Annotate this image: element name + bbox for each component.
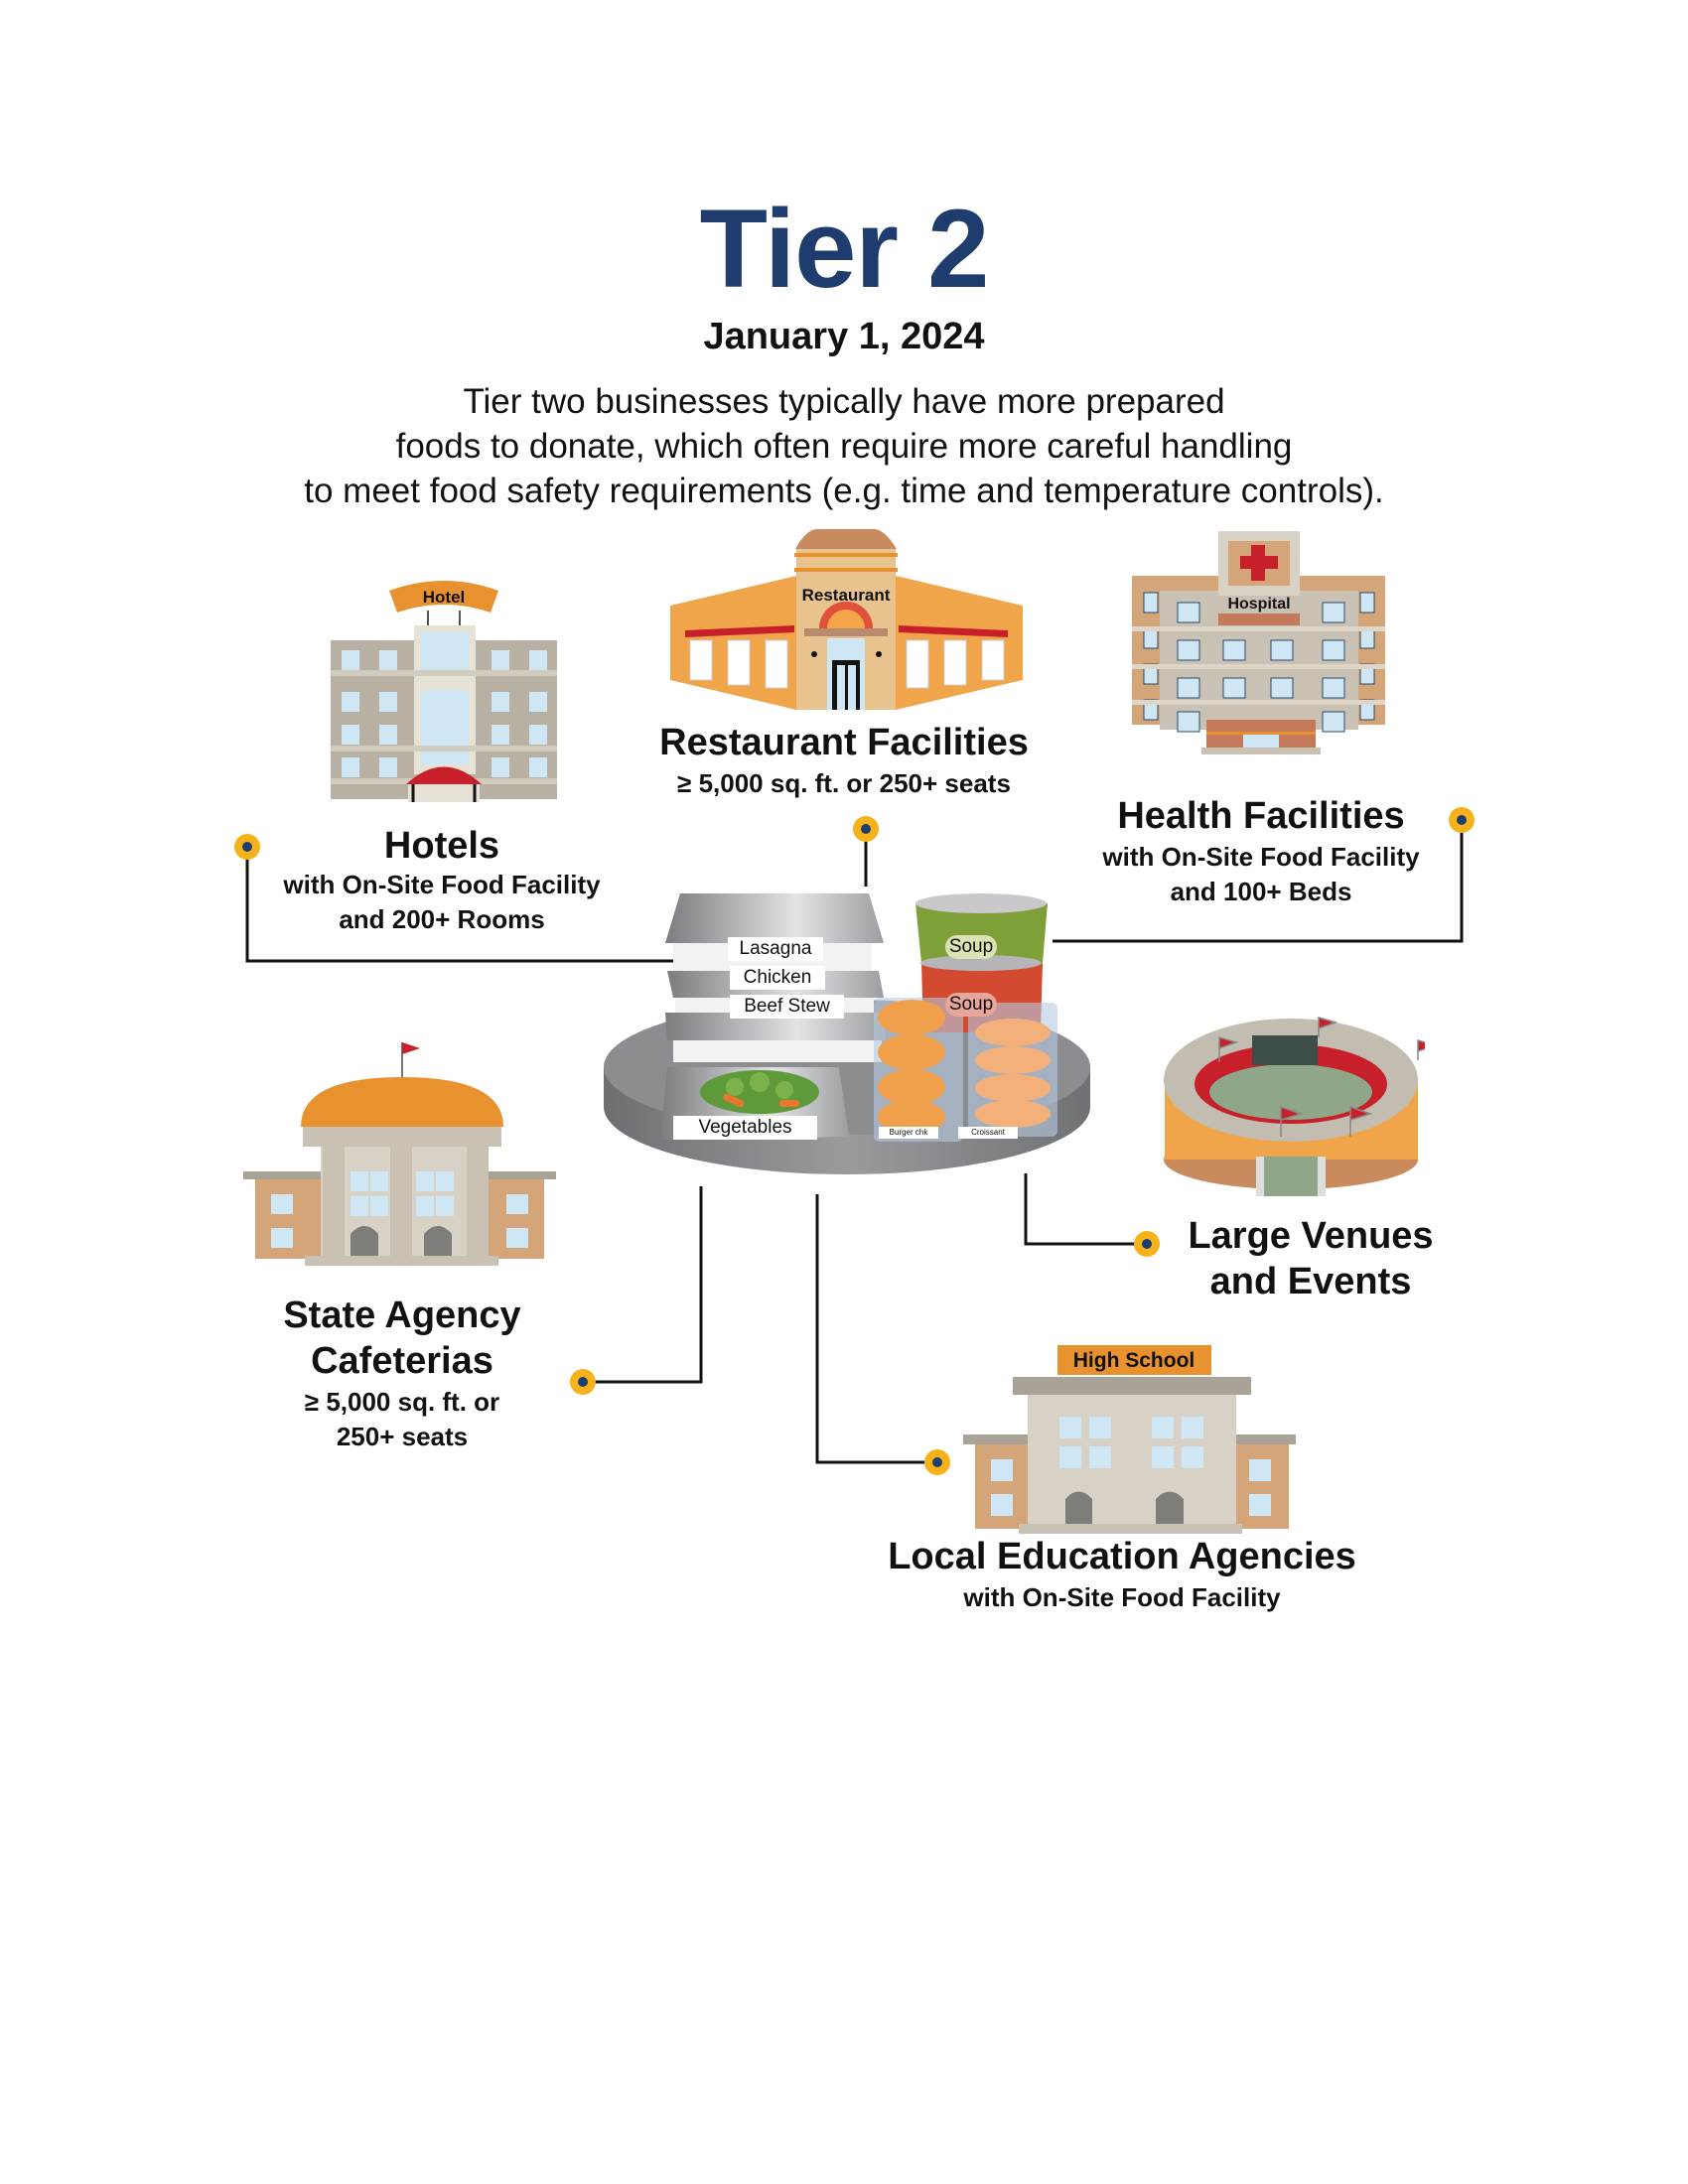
hotels-title: Hotels [383,825,500,867]
food-donation-table-illustration [604,893,1090,1174]
health-sub: and 100+ Beds [1170,876,1352,906]
restaurants-marker-dot [853,816,879,842]
restaurants-sub: ≥ 5,000 sq. ft. or 250+ seats [677,767,1011,798]
education-marker-dot [924,1449,950,1475]
venues-title: and Events [1209,1260,1412,1302]
state-agency-sub: ≥ 5,000 sq. ft. or [304,1386,500,1417]
hotels-sub: with On-Site Food Facility [283,869,601,899]
state-agency-title: State Agency [283,1295,521,1336]
container-label-beef-stew: Beef Stew [730,995,844,1019]
education-title: Local Education Agencies [888,1536,1356,1577]
state-agency-title: Cafeterias [311,1339,493,1382]
hotels-marker-dot [234,834,260,860]
health-title: Health Facilities [1117,795,1405,837]
connector-education [815,1194,933,1464]
hospital-building-icon: Hospital [1132,531,1385,754]
description-line: foods to donate, which often require mor… [395,427,1293,466]
high-school-building-icon: High School [963,1345,1296,1534]
container-label-lasagna: Lasagna [728,937,823,961]
description-line: to meet food safety requirements (e.g. t… [304,472,1384,510]
education-sub: with On-Site Food Facility [963,1581,1281,1612]
hospital-sign-text: Hospital [1227,596,1290,613]
soup-can-label: Soup [945,935,997,959]
health-category: Health Facilities with On-Site Food Faci… [1062,795,1460,909]
restaurants-title: Restaurant Facilities [659,722,1029,763]
soup-can-label: Soup [945,993,997,1017]
container-label-chicken: Chicken [730,966,825,990]
hotels-sub: and 200+ Rooms [339,903,545,934]
stadium-icon [1164,1016,1425,1196]
hotels-category: Hotels with On-Site Food Facility and 20… [258,825,626,937]
school-sign-text: High School [1073,1349,1196,1372]
venues-category: Large Venues and Events [1162,1215,1460,1303]
restaurant-building-icon: Restaurant [670,529,1023,710]
page-title: Tier 2 [699,187,990,311]
education-category: Local Education Agencies with On-Site Fo… [864,1536,1380,1615]
hotel-sign-text: Hotel [423,588,466,607]
container-label-vegetables: Vegetables [673,1116,817,1140]
state-capitol-building-icon [243,1042,556,1266]
health-marker-dot [1449,807,1475,833]
restaurant-sign-text: Restaurant [802,586,891,605]
health-sub: with On-Site Food Facility [1102,841,1420,872]
sandwich-package-label: Burger chk [879,1127,938,1139]
state-agency-sub: 250+ seats [336,1421,469,1451]
venues-marker-dot [1134,1231,1160,1257]
croissant-package-label: Croissant [958,1127,1018,1139]
connector-state-agency [589,1186,703,1384]
hotel-building-icon: Hotel [331,581,557,802]
state-agency-category: State Agency Cafeterias ≥ 5,000 sq. ft. … [228,1295,576,1454]
tier-description: Tier two businesses typically have more … [0,379,1688,513]
state-agency-marker-dot [570,1369,596,1395]
effective-date: January 1, 2024 [703,316,985,357]
restaurants-category: Restaurant Facilities ≥ 5,000 sq. ft. or… [596,722,1092,801]
venues-title: Large Venues [1188,1215,1434,1257]
description-line: Tier two businesses typically have more … [463,382,1225,421]
